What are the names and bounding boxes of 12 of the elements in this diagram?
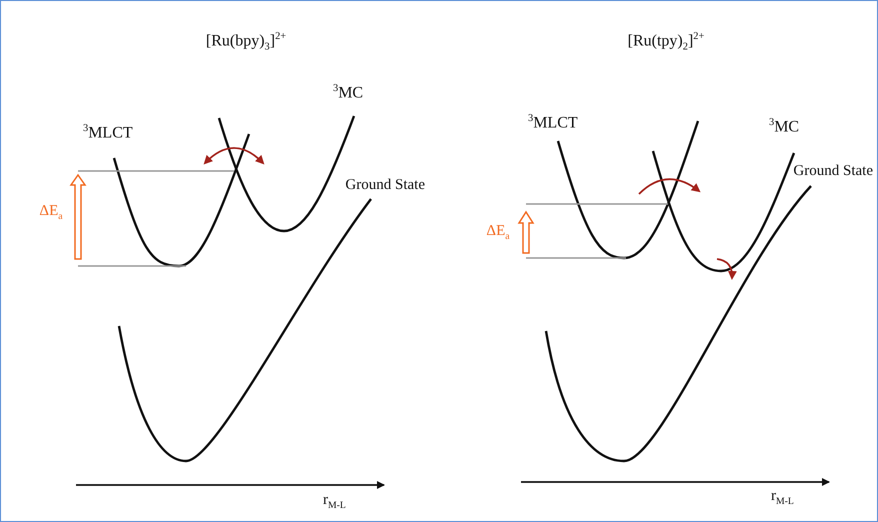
activation-energy-label: ΔE$_{a}$ (38, 203, 64, 222)
curve-label: $^{3}$MC (333, 83, 364, 103)
axis-label: r$_{M-L}$ (771, 488, 795, 508)
activation-energy-label: ΔE$_{a}$ (485, 223, 511, 242)
curve-label: $^{3}$MLCT (83, 123, 134, 143)
complex-title: [Ru(tpy)$_{2}$]$^{2+}$ (626, 31, 706, 54)
axis-label: r$_{M-L}$ (323, 492, 347, 512)
complex-title: [Ru(bpy)$_{3}$]$^{2+}$ (204, 31, 288, 54)
curve-label: Ground State (344, 177, 425, 194)
curve-label: $^{3}$MC (769, 117, 800, 137)
curve-label: Ground State (792, 163, 873, 180)
curve-label: $^{3}$MLCT (528, 113, 579, 133)
